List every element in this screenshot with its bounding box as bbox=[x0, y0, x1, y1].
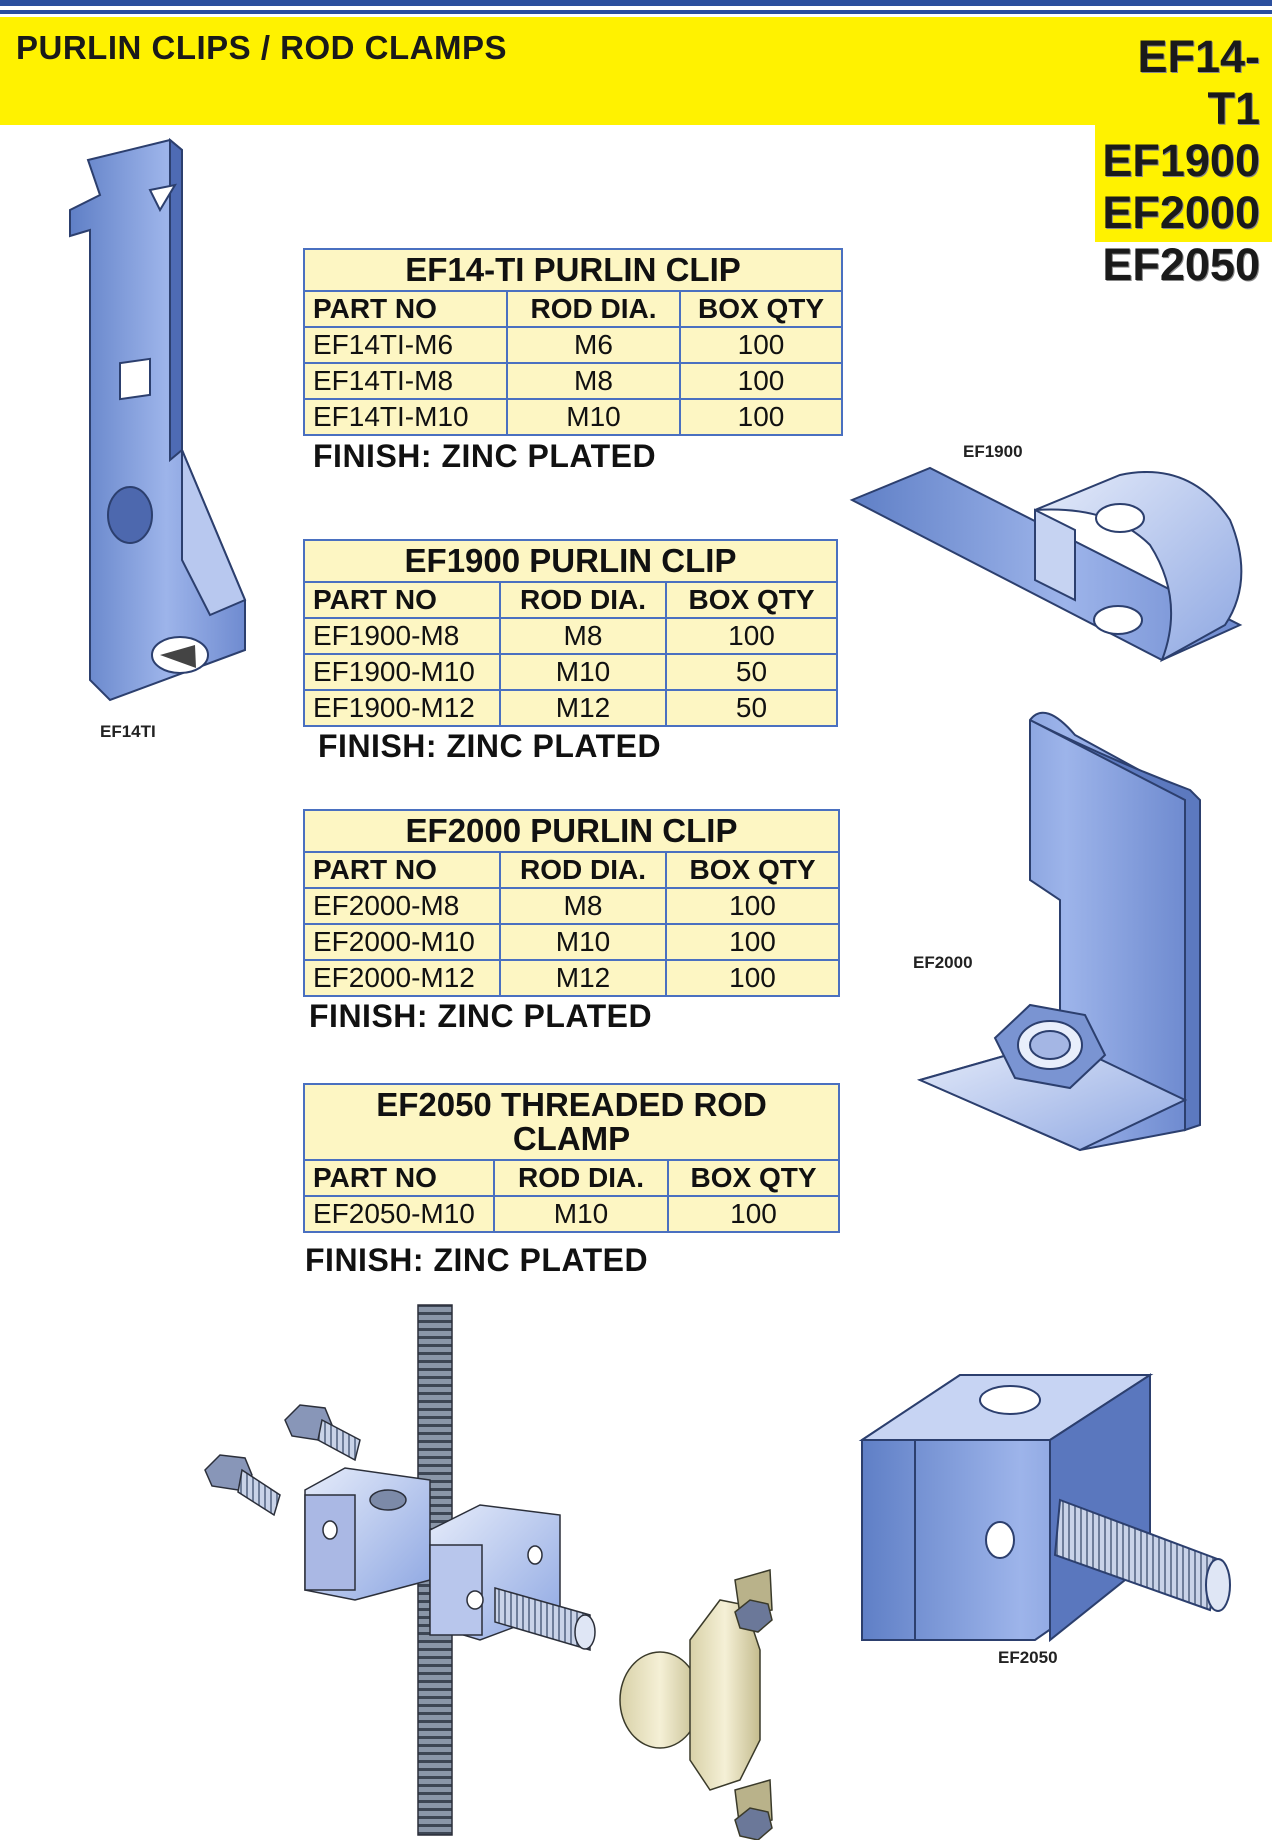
ef1900-spec-table: EF1900 PURLIN CLIP PART NO ROD DIA. BOX … bbox=[303, 539, 838, 727]
part-number: EF14TI-M8 bbox=[303, 362, 508, 400]
box-quantity: 100 bbox=[679, 326, 843, 364]
product-code: EF2000 bbox=[1102, 187, 1260, 238]
rod-diameter: M12 bbox=[499, 959, 667, 997]
top-rule-blue-2 bbox=[0, 10, 1272, 14]
column-header-rod-dia: ROD DIA. bbox=[499, 851, 667, 889]
box-quantity: 100 bbox=[665, 923, 840, 961]
column-header-rod-dia: ROD DIA. bbox=[493, 1159, 669, 1197]
finish-note: FINISH: ZINC PLATED bbox=[318, 728, 662, 764]
figure-label-ef2000: EF2000 bbox=[913, 953, 973, 972]
rod-diameter: M10 bbox=[499, 653, 667, 691]
box-quantity: 50 bbox=[665, 689, 838, 727]
ef14ti-spec-table: EF14-TI PURLIN CLIP PART NO ROD DIA. BOX… bbox=[303, 248, 843, 436]
part-number: EF2000-M8 bbox=[303, 887, 501, 925]
figure-label-ef1900: EF1900 bbox=[963, 442, 1023, 461]
rod-diameter: M10 bbox=[499, 923, 667, 961]
rod-diameter: M10 bbox=[506, 398, 681, 436]
box-quantity: 100 bbox=[665, 959, 840, 997]
ef1900-clip-drawing bbox=[849, 466, 1243, 663]
table-title: EF2000 PURLIN CLIP bbox=[303, 809, 840, 853]
column-header-box-qty: BOX QTY bbox=[667, 1159, 840, 1197]
column-header-part-no: PART NO bbox=[303, 581, 501, 619]
product-code: EF1900 bbox=[1102, 135, 1260, 186]
part-number: EF1900-M12 bbox=[303, 689, 501, 727]
part-number: EF1900-M10 bbox=[303, 653, 501, 691]
rod-diameter: M8 bbox=[499, 617, 667, 655]
header-band: PURLIN CLIPS / ROD CLAMPS bbox=[0, 17, 1272, 125]
product-code-panel: EF14-T1 EF1900 EF2000 EF2050 bbox=[1095, 17, 1272, 290]
ef2000-clip-drawing bbox=[917, 711, 1201, 1152]
column-header-rod-dia: ROD DIA. bbox=[499, 581, 667, 619]
table-title-line: CLAMP bbox=[512, 1120, 631, 1157]
finish-note: FINISH: ZINC PLATED bbox=[309, 998, 653, 1034]
box-quantity: 100 bbox=[667, 1195, 840, 1233]
box-quantity: 100 bbox=[665, 617, 838, 655]
product-code: EF2050 bbox=[1102, 239, 1260, 290]
ef2000-spec-table: EF2000 PURLIN CLIP PART NO ROD DIA. BOX … bbox=[303, 809, 840, 997]
box-quantity: 100 bbox=[679, 398, 843, 436]
column-header-part-no: PART NO bbox=[303, 290, 508, 328]
ef14ti-clip-drawing bbox=[69, 137, 247, 702]
box-quantity: 100 bbox=[679, 362, 843, 400]
part-number: EF2000-M12 bbox=[303, 959, 501, 997]
finish-note: FINISH: ZINC PLATED bbox=[305, 1242, 649, 1278]
finish-note: FINISH: ZINC PLATED bbox=[313, 438, 657, 474]
part-number: EF2000-M10 bbox=[303, 923, 501, 961]
part-number: EF2050-M10 bbox=[303, 1195, 495, 1233]
table-title: EF1900 PURLIN CLIP bbox=[303, 539, 838, 583]
table-title: EF2050 THREADED ROD CLAMP bbox=[303, 1083, 840, 1161]
part-number: EF1900-M8 bbox=[303, 617, 501, 655]
ef2050-clamp-drawing bbox=[858, 1373, 1231, 1643]
ef2050-spec-table: EF2050 THREADED ROD CLAMP PART NO ROD DI… bbox=[303, 1083, 840, 1233]
column-header-part-no: PART NO bbox=[303, 851, 501, 889]
rod-diameter: M8 bbox=[499, 887, 667, 925]
box-quantity: 100 bbox=[665, 887, 840, 925]
rod-diameter: M12 bbox=[499, 689, 667, 727]
rod-diameter: M10 bbox=[493, 1195, 669, 1233]
top-rule-blue bbox=[0, 0, 1272, 6]
column-header-part-no: PART NO bbox=[303, 1159, 495, 1197]
figure-label-ef2050: EF2050 bbox=[998, 1648, 1058, 1667]
part-number: EF14TI-M6 bbox=[303, 326, 508, 364]
part-number: EF14TI-M10 bbox=[303, 398, 508, 436]
table-title-line: EF2050 THREADED ROD bbox=[376, 1086, 767, 1123]
column-header-box-qty: BOX QTY bbox=[679, 290, 843, 328]
column-header-rod-dia: ROD DIA. bbox=[506, 290, 681, 328]
rod-diameter: M8 bbox=[506, 362, 681, 400]
rod-diameter: M6 bbox=[506, 326, 681, 364]
top-rule-white bbox=[0, 6, 1272, 10]
box-quantity: 50 bbox=[665, 653, 838, 691]
table-title: EF14-TI PURLIN CLIP bbox=[303, 248, 843, 292]
pipe-clamp-drawing bbox=[619, 1569, 773, 1840]
threaded-rod-assembly-drawing bbox=[204, 1304, 596, 1836]
column-header-box-qty: BOX QTY bbox=[665, 581, 838, 619]
column-header-box-qty: BOX QTY bbox=[665, 851, 840, 889]
product-code-list: EF14-T1 EF1900 EF2000 EF2050 bbox=[1095, 31, 1260, 291]
product-code: EF14-T1 bbox=[1137, 31, 1260, 134]
page-title: PURLIN CLIPS / ROD CLAMPS bbox=[16, 29, 508, 66]
figure-label-ef14ti: EF14TI bbox=[100, 722, 156, 741]
